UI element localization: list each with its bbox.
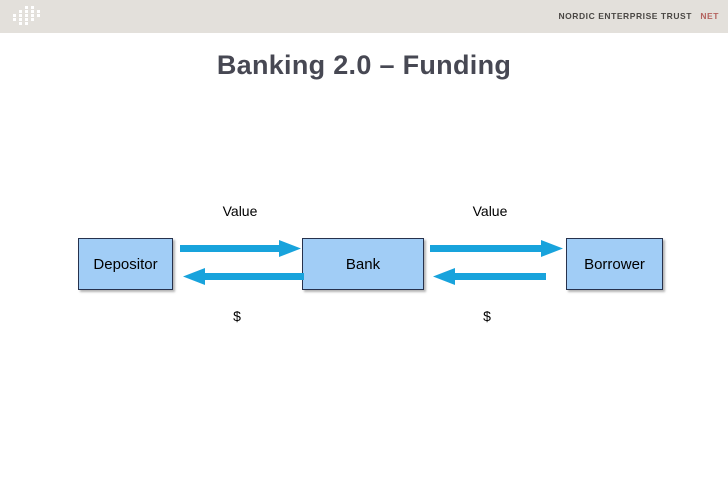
brand-name: NORDIC ENTERPRISE TRUST xyxy=(558,11,692,21)
flow-label-money-left: $ xyxy=(233,308,241,324)
arrow-bank-to-borrower-right-icon xyxy=(430,240,563,257)
flow-label-money-right: $ xyxy=(483,308,491,324)
brand-abbreviation: NET xyxy=(700,11,719,21)
arrow-borrower-to-bank-left-icon xyxy=(433,268,546,285)
node-borrower-label: Borrower xyxy=(584,255,645,273)
arrow-pair-depositor-bank xyxy=(180,240,304,285)
flow-label-value-right: Value xyxy=(472,203,508,219)
node-depositor-label: Depositor xyxy=(93,255,158,273)
node-depositor: Depositor xyxy=(78,238,173,290)
arrow-depositor-to-bank-right-icon xyxy=(180,240,301,257)
lattice-dots-logo-icon xyxy=(13,6,43,28)
flow-label-value-left: Value xyxy=(222,203,258,219)
arrow-pair-bank-borrower xyxy=(430,240,563,285)
node-borrower: Borrower xyxy=(566,238,663,290)
arrow-bank-to-depositor-left-icon xyxy=(183,268,304,285)
node-bank: Bank xyxy=(302,238,424,290)
header-bar: NORDIC ENTERPRISE TRUST NET xyxy=(0,0,728,33)
node-bank-label: Bank xyxy=(345,255,381,273)
page-title: Banking 2.0 – Funding xyxy=(216,50,512,80)
